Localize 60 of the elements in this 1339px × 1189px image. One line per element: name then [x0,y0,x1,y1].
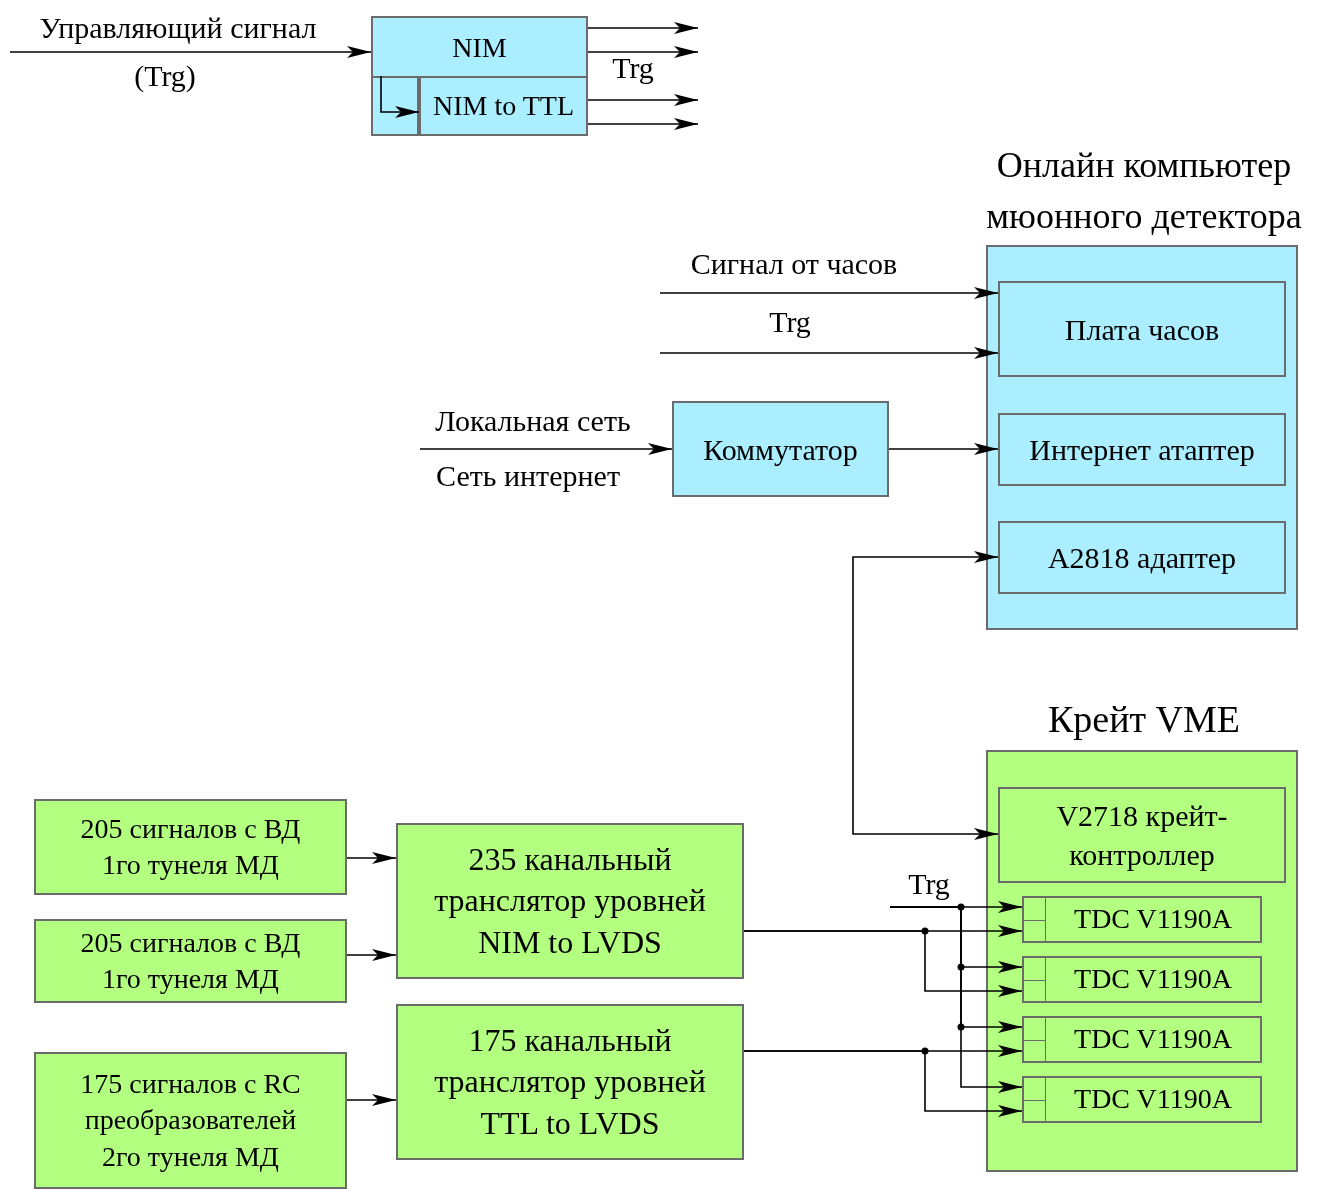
node-label: 175 сигналов с RC преобразователей 2го тунеля МД [79,1066,302,1174]
tdc-module-box [1022,896,1262,943]
node-label: TDC V1190A [1073,1022,1233,1057]
signal-source-box [34,1052,347,1189]
arrow [587,22,699,34]
adapter-box [998,413,1286,486]
arrow [743,930,1023,997]
node-label: Коммутатор [702,431,859,468]
edge-label: Trg [768,304,812,340]
arrow [852,551,999,840]
translator-box [396,1004,744,1160]
cell-box [371,76,419,136]
node-label: V2718 крейт-контроллер [1055,798,1229,873]
signal-label: (Trg) [133,58,197,94]
node-label: 175 канальный транслятор уровней TTL to LVDS [433,1020,707,1143]
node-label: NIM to TTL [432,88,575,123]
block-heading: Крейт VME [1046,696,1242,742]
node-label: 235 канальный транслятор уровней NIM to LVDS [433,839,707,962]
arrow [889,906,1023,1093]
arrow [659,287,999,299]
arrow [346,1094,397,1106]
arrow [346,949,397,961]
arrow [743,1050,1023,1117]
translator-box [396,823,744,979]
node-label: A2818 адаптер [1046,540,1238,576]
edge-label: Trg [907,866,951,902]
controller-box [998,787,1286,883]
adapter-box [998,521,1286,594]
arrow [587,46,699,58]
edge-label: Сигнал от часов [689,246,899,282]
signal-source-box [34,919,347,1003]
module-box [371,16,588,136]
node-label: TDC V1190A [1073,1082,1233,1117]
converter-box [419,76,588,136]
node-label: TDC V1190A [1073,902,1233,937]
tdc-module-box [1022,956,1262,1003]
arrow [346,852,397,864]
signal-source-box [34,799,347,895]
board-box [998,281,1286,377]
block-heading: Онлайн компьютер мюонного детектора [985,144,1303,238]
arrow [659,347,999,359]
signal-label: Trg [611,50,655,86]
arrow [888,443,999,455]
node-label: Плата часов [1063,311,1221,348]
arrow [380,75,420,118]
arrow [587,118,699,130]
node-label: TDC V1190A [1073,962,1233,997]
tdc-module-box [1022,1076,1262,1123]
arrow [587,94,699,106]
edge-label: Управляющий сигнал [38,10,318,46]
module-label: NIM [451,31,508,65]
node-label: Интернет атаптер [1028,432,1256,468]
node-label: 205 сигналов с ВД 1го тунеля МД [79,811,302,882]
switch-box [672,401,889,497]
tdc-module-box [1022,1016,1262,1063]
signal-label: Сеть интернет [435,458,621,494]
arrow [419,443,673,455]
arrow [9,46,372,58]
node-label: 205 сигналов с ВД 1го тунеля МД [79,925,302,996]
edge-label: Локальная сеть [434,403,632,439]
